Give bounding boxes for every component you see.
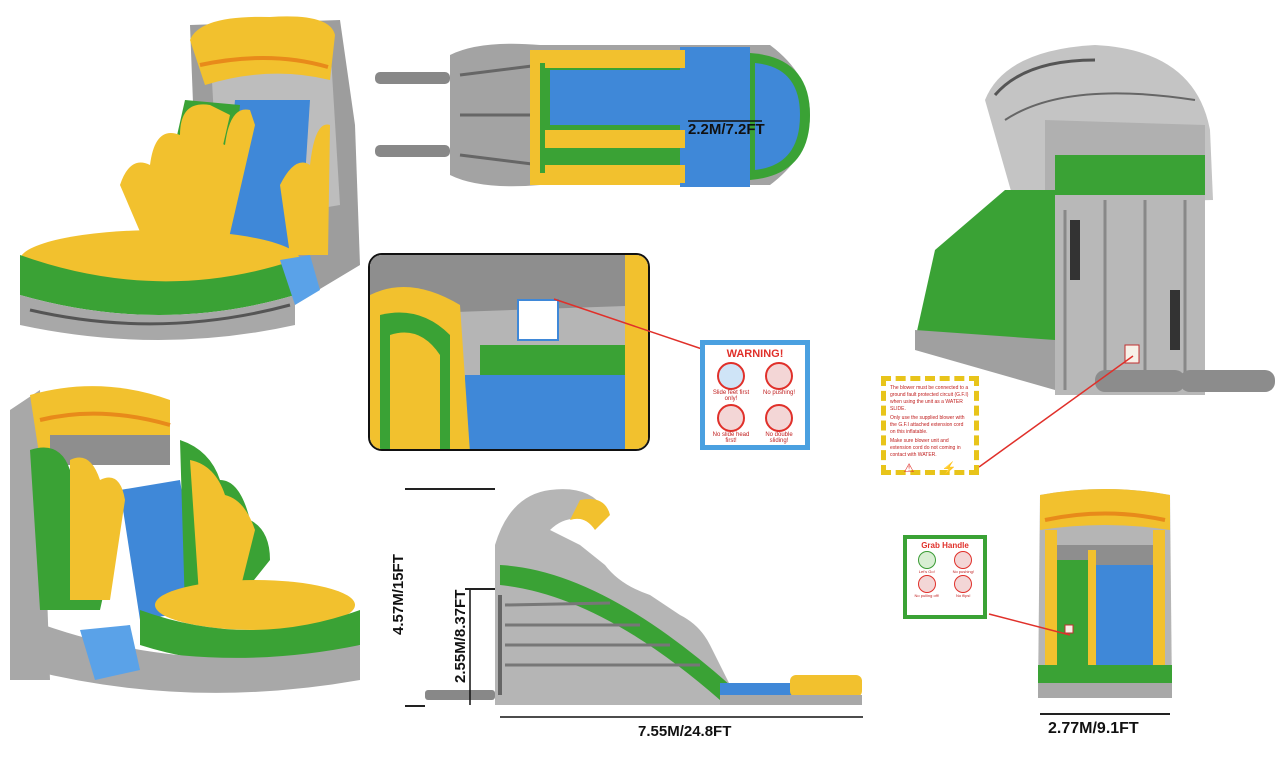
- view-top: 2.2M/7.2FT: [370, 35, 830, 195]
- grab-item-2: No pushing!: [946, 551, 982, 574]
- warning-connector-line: [553, 298, 706, 351]
- no-double-icon: [765, 404, 793, 432]
- blower-warning-card: The blower must be connected to a ground…: [881, 376, 979, 475]
- dimension-width: 2.77M/9.1FT: [1048, 720, 1139, 737]
- warning-card: WARNING! Slide feet first only! No pushi…: [700, 340, 810, 450]
- grab-go-icon: [917, 551, 936, 569]
- view-rear: [895, 40, 1280, 420]
- view-front-left-top: [10, 5, 370, 355]
- electric-hazard-icon: ⚡: [941, 461, 957, 475]
- warning-triangle-icon: ⚠: [903, 461, 915, 475]
- dimension-top-width: 2.2M/7.2FT: [688, 121, 765, 138]
- grab-item-3: No pulling off!: [909, 575, 945, 598]
- no-flips-icon: [954, 575, 973, 593]
- blower-line-2: Only use the supplied blower with the G.…: [890, 415, 965, 435]
- warning-item-1: Slide feet first only!: [708, 362, 754, 402]
- no-pulling-icon: [917, 575, 936, 593]
- view-side: [409, 485, 870, 720]
- dimension-length: 7.55M/24.8FT: [638, 723, 732, 740]
- dimension-height-total: 4.57M/15FT: [390, 554, 407, 635]
- view-front-left-bottom: [10, 380, 360, 710]
- dimension-height-platform: 2.55M/8.37FT: [452, 589, 469, 683]
- grab-handle-card: Grab Handle Let's Go! No pushing! No pul…: [903, 535, 987, 619]
- blower-line-1: The blower must be connected to a ground…: [890, 385, 969, 412]
- dim-line-width: [1040, 713, 1170, 715]
- grab-item-1: Let's Go!: [909, 551, 945, 574]
- warning-card-title: WARNING!: [726, 348, 784, 360]
- grab-connector-line: [988, 613, 1071, 636]
- blower-line-3: Make sure blower unit and extension cord…: [890, 438, 961, 458]
- slide-icon: [717, 362, 745, 390]
- blower-connector-line: [978, 355, 1134, 468]
- warning-item-4: No double sliding!: [756, 404, 802, 444]
- warning-item-2: No pushing!: [756, 362, 802, 402]
- view-front: [1030, 485, 1180, 710]
- no-pushing-icon: [954, 551, 973, 569]
- dim-line-height-total-top: [405, 488, 495, 490]
- grab-card-title: Grab Handle: [921, 541, 969, 550]
- warning-item-3: No slide head first!: [708, 404, 754, 444]
- view-interior-closeup: [368, 253, 650, 451]
- grab-item-4: No flips!: [946, 575, 982, 598]
- no-head-first-icon: [717, 404, 745, 432]
- no-pushing-icon: [765, 362, 793, 390]
- dim-line-height-total-bottom: [405, 705, 425, 707]
- dim-line-height-platform-top: [465, 588, 495, 590]
